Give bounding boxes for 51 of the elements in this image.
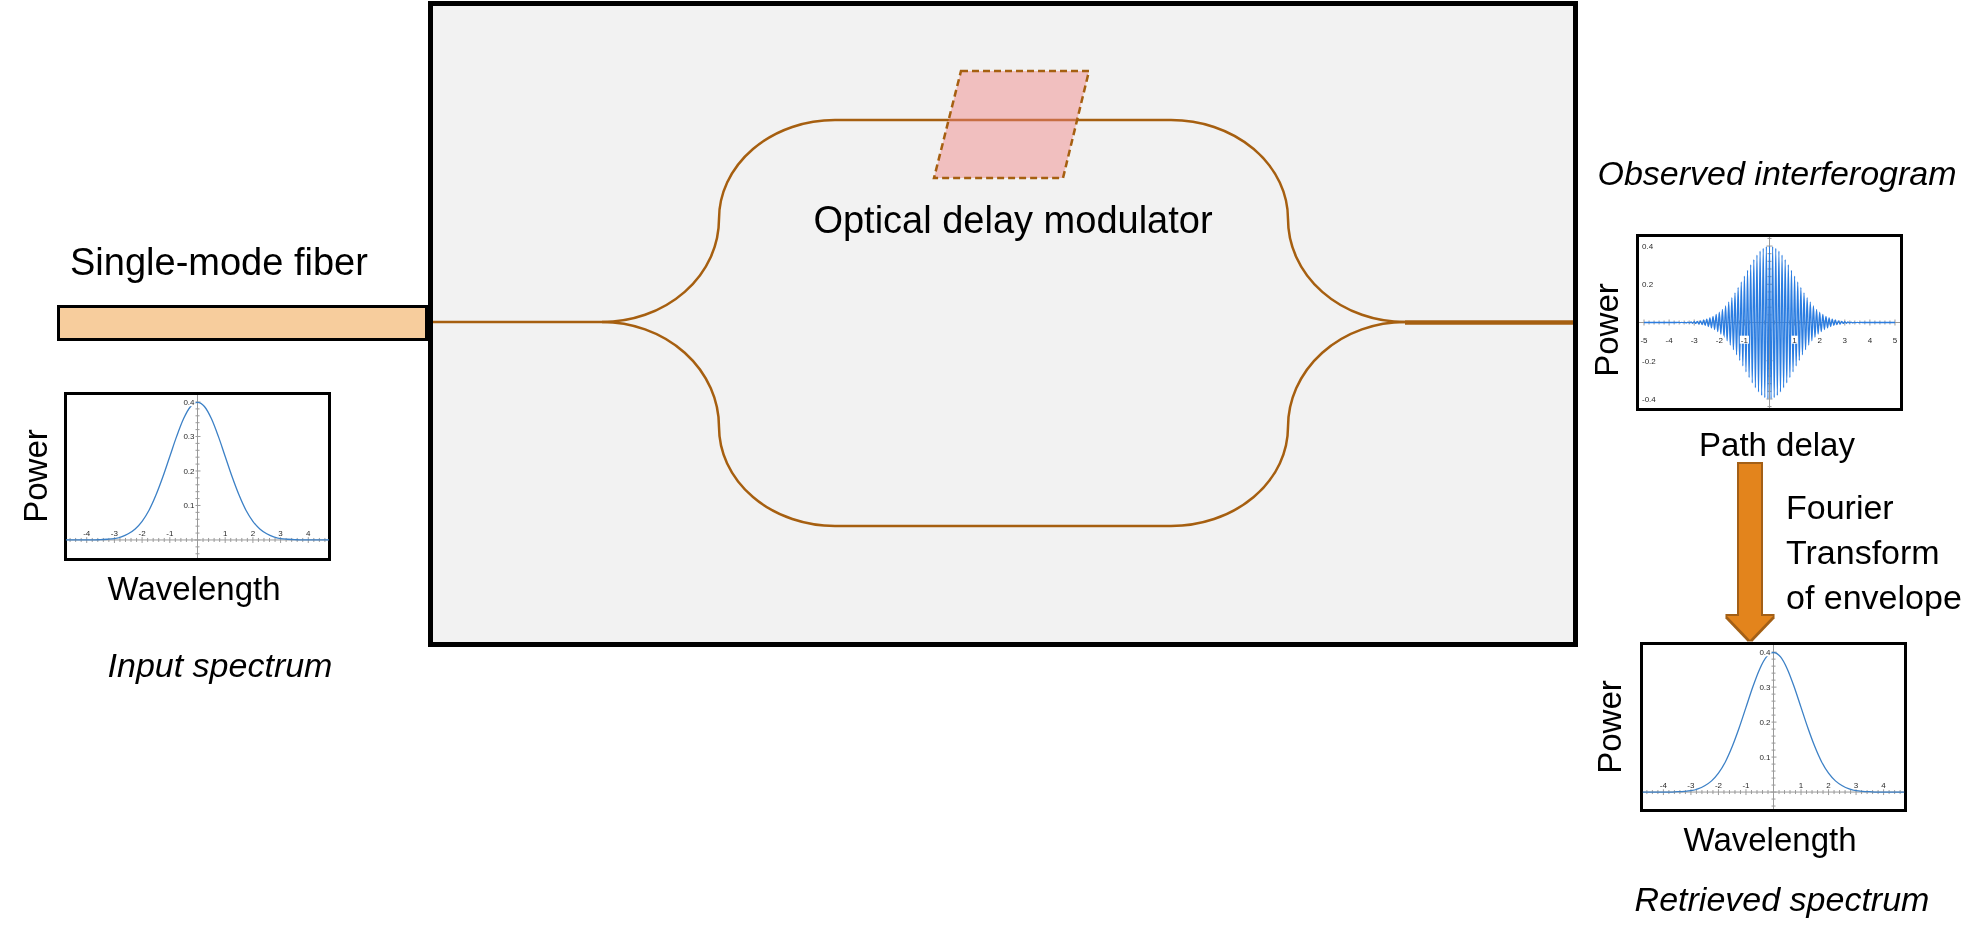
- chart-caption: Retrieved spectrum: [1634, 880, 1930, 920]
- axis-title: Power: [1587, 283, 1626, 377]
- tick-label: -2: [1714, 335, 1724, 345]
- component-label: Single-mode fiber: [70, 240, 368, 285]
- tick-label: 1: [1797, 781, 1805, 791]
- tick-label: -4: [1664, 335, 1674, 345]
- tick-label: 0.4: [1641, 242, 1655, 252]
- chart-caption: Input spectrum: [107, 646, 333, 686]
- tick-label: -0.2: [1641, 356, 1657, 366]
- tick-label: -1: [165, 528, 175, 538]
- tick-label: 0.1: [182, 501, 196, 511]
- tick-label: 2: [1816, 335, 1823, 345]
- axis-title: Wavelength: [107, 570, 281, 609]
- tick-label: 0.2: [1641, 280, 1655, 290]
- tick-label: 1: [1791, 335, 1798, 345]
- tick-label: 4: [305, 528, 312, 538]
- tick-label: 3: [277, 528, 284, 538]
- axis-title: Power: [16, 429, 55, 523]
- axis-title: Path delay: [1699, 426, 1855, 465]
- tick-label: -1: [1741, 781, 1751, 791]
- tick-label: -0.4: [1641, 394, 1657, 404]
- tick-label: 2: [249, 528, 257, 538]
- tick-label: -3: [1689, 335, 1699, 345]
- tick-label: 0.4: [1758, 648, 1772, 658]
- tick-label: -4: [1658, 781, 1668, 791]
- tick-label: 0.3: [182, 432, 196, 442]
- chip-box: [428, 1, 1578, 647]
- tick-label: -2: [1713, 781, 1723, 791]
- tick-label: 4: [1866, 335, 1874, 345]
- tick-label: 3: [1841, 335, 1848, 345]
- tick-label: 2: [1825, 781, 1832, 791]
- block-arrow: [1727, 464, 1773, 640]
- tick-label: 0.3: [1758, 683, 1772, 693]
- tick-label: 0.2: [1758, 718, 1772, 728]
- axis-title: Wavelength: [1683, 821, 1857, 860]
- chart-caption: Observed interferogram: [1597, 154, 1957, 194]
- tick-label: 3: [1852, 781, 1860, 791]
- tick-label: -4: [82, 528, 92, 538]
- tick-label: -3: [109, 528, 119, 538]
- tick-label: -1: [1739, 335, 1749, 345]
- tick-label: -2: [137, 528, 147, 538]
- tick-label: 4: [1880, 781, 1887, 791]
- tick-label: 5: [1891, 335, 1899, 345]
- tick-label: 0.1: [1758, 753, 1772, 763]
- tick-label: 0.4: [182, 398, 196, 407]
- axis-title: Power: [1590, 680, 1629, 774]
- tick-label: 1: [221, 528, 229, 538]
- component-label: Optical delay modulator: [813, 198, 1213, 243]
- tick-label: -3: [1686, 781, 1696, 791]
- tick-label: 0.2: [182, 467, 196, 476]
- tick-label: -5: [1639, 335, 1649, 345]
